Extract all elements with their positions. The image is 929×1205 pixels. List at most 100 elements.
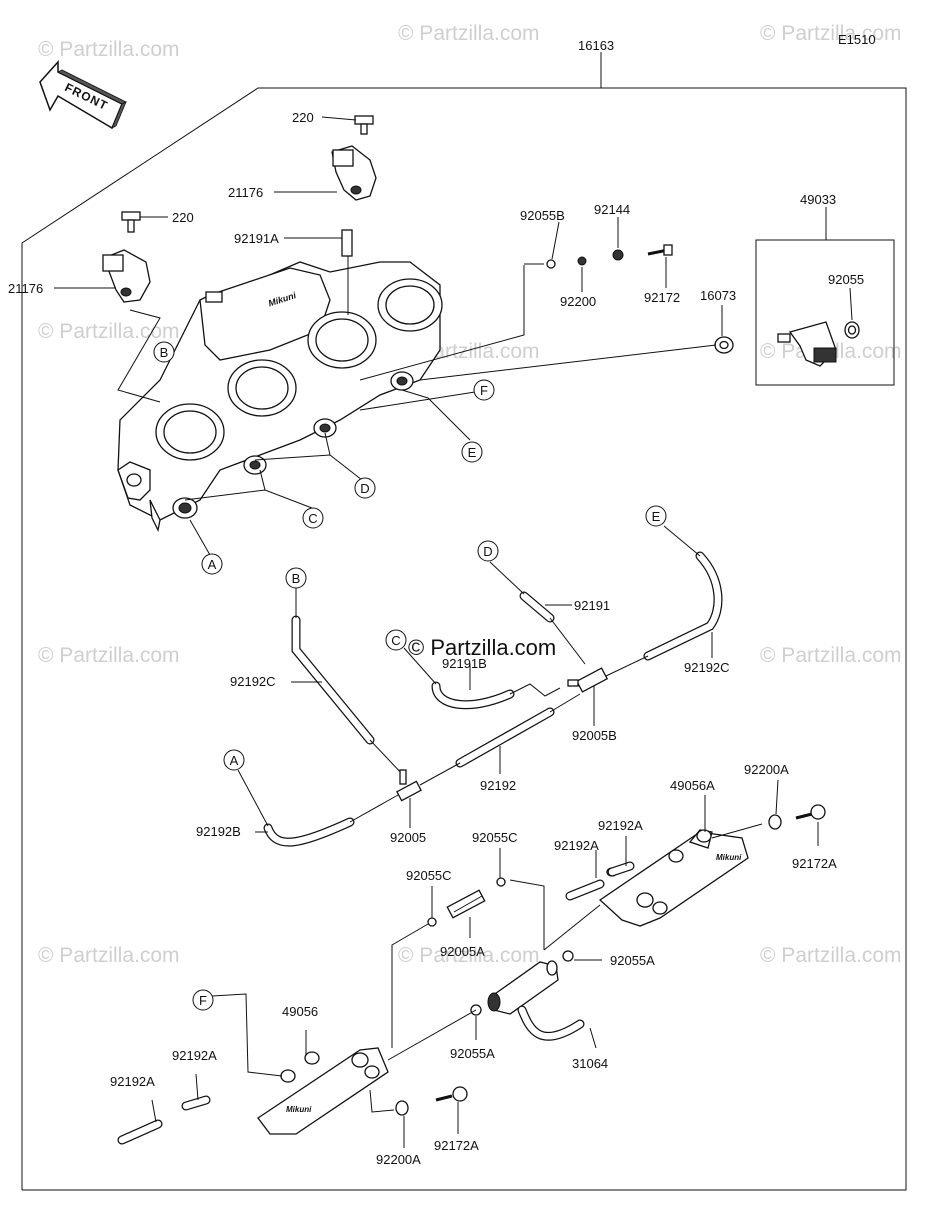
callout-B1 — [153, 341, 175, 363]
washer-92200A-top — [768, 814, 782, 830]
o-ring-92055B — [546, 259, 556, 269]
label-49056: 49056 — [282, 1004, 318, 1019]
sensor-49033 — [777, 321, 860, 367]
label-92191A: 92191A — [234, 231, 279, 246]
callout-C1 — [302, 507, 324, 529]
fuel-rail-49056: Mikuni — [117, 1047, 389, 1145]
svg-text:F: F — [199, 993, 207, 1008]
assembly-frame — [21, 87, 907, 1191]
svg-text:C: C — [391, 633, 400, 648]
label-16073: 16073 — [700, 288, 736, 303]
label-49056A: 49056A — [670, 778, 715, 793]
label-92005B: 92005B — [572, 728, 617, 743]
label-92005A: 92005A — [440, 944, 485, 959]
sensor-21176-upper — [331, 115, 377, 257]
callout-A1 — [201, 553, 223, 575]
washer-92200A-bot — [395, 1100, 409, 1116]
screw-92172A-top — [795, 804, 826, 820]
watermark: © Partzilla.com — [38, 320, 180, 343]
watermark: © Partzilla.com — [38, 644, 180, 667]
sensor-21176-lower — [102, 211, 151, 303]
label-92192A: 92192A — [172, 1048, 217, 1063]
leaders-upper — [54, 116, 853, 556]
svg-text:C: C — [308, 511, 317, 526]
label-92200: 92200 — [560, 294, 596, 309]
callout-F1 — [473, 379, 495, 401]
o-ring-92055C-1 — [496, 877, 506, 887]
label-92192: 92192 — [480, 778, 516, 793]
label-92192C: 92192C — [684, 660, 730, 675]
label-92172A: 92172A — [792, 856, 837, 871]
front-arrow-icon: FRONT — [39, 60, 127, 130]
svg-text:F: F — [480, 383, 488, 398]
svg-text:A: A — [208, 557, 217, 572]
callout-C2 — [385, 629, 407, 651]
svg-text:E: E — [468, 445, 477, 460]
watermark: © Partzilla.com — [398, 944, 540, 967]
label-92055B: 92055B — [520, 208, 565, 223]
label-92055A: 92055A — [450, 1046, 495, 1061]
o-ring-92055C-2 — [427, 917, 437, 927]
label-92055C: 92055C — [406, 868, 452, 883]
label-92200A: 92200A — [376, 1152, 421, 1167]
label-21176: 21176 — [228, 185, 263, 200]
throttle-body: Mikuni — [117, 261, 443, 532]
label-92192C: 92192C — [230, 674, 276, 689]
callout-B2 — [285, 567, 307, 589]
watermark: © Partzilla.com — [398, 22, 540, 45]
svg-text:Mikuni: Mikuni — [716, 853, 742, 862]
callout-E2 — [645, 505, 667, 527]
label-92200A: 92200A — [744, 762, 789, 777]
joint-92005A — [446, 889, 486, 919]
label-92055A: 92055A — [610, 953, 655, 968]
svg-text:Mikuni: Mikuni — [286, 1105, 312, 1114]
diagram-code: E1510 — [838, 32, 876, 47]
watermark: © Partzilla.com — [38, 38, 180, 61]
label-92055C: 92055C — [472, 830, 518, 845]
svg-text:D: D — [360, 481, 369, 496]
o-ring-92055A-1 — [562, 950, 574, 962]
callout-E1 — [461, 441, 483, 463]
watermark: © Partzilla.com — [38, 944, 180, 967]
screw-92172 — [647, 244, 673, 256]
part-labels: E1510 16163 220 21176 92191A 220 21176 9… — [8, 32, 876, 1167]
svg-text:E: E — [652, 509, 661, 524]
label-49033: 49033 — [800, 192, 836, 207]
label-92172: 92172 — [644, 290, 680, 305]
vacuum-hoses — [263, 551, 723, 847]
label-16163: 16163 — [578, 38, 614, 53]
label-92005: 92005 — [390, 830, 426, 845]
svg-text:A: A — [230, 753, 239, 768]
label-92192A: 92192A — [110, 1074, 155, 1089]
svg-text:B: B — [160, 345, 169, 360]
label-92191B: 92191B — [442, 656, 487, 671]
label-92191: 92191 — [574, 598, 610, 613]
watermark: © Partzilla.com — [760, 944, 902, 967]
watermark: © Partzilla.com — [760, 22, 902, 45]
svg-text:B: B — [292, 571, 301, 586]
label-92192A: 92192A — [598, 818, 643, 833]
label-31064: 31064 — [572, 1056, 608, 1071]
center-watermark: © Partzilla.com — [408, 635, 556, 660]
label-92144: 92144 — [594, 202, 630, 217]
callout-A2 — [223, 749, 245, 771]
label-92172A: 92172A — [434, 1138, 479, 1153]
callouts: A B C D E F A B C D E F — [153, 341, 667, 1011]
callout-F2 — [192, 989, 214, 1011]
label-220: 220 — [292, 110, 314, 125]
svg-text:D: D — [483, 544, 492, 559]
leaders-middle — [237, 525, 713, 833]
box-49033 — [755, 239, 895, 386]
callout-D1 — [354, 477, 376, 499]
label-220: 220 — [172, 210, 194, 225]
label-92055: 92055 — [828, 272, 864, 287]
label-92192B: 92192B — [196, 824, 241, 839]
watermark: © Partzilla.com — [760, 644, 902, 667]
label-21176: 21176 — [8, 281, 43, 296]
spring-92144 — [612, 249, 624, 261]
fitting-31064 — [487, 960, 585, 1041]
screw-92172A-bot — [435, 1086, 468, 1102]
fuel-rail-49056A: Mikuni — [565, 829, 749, 927]
